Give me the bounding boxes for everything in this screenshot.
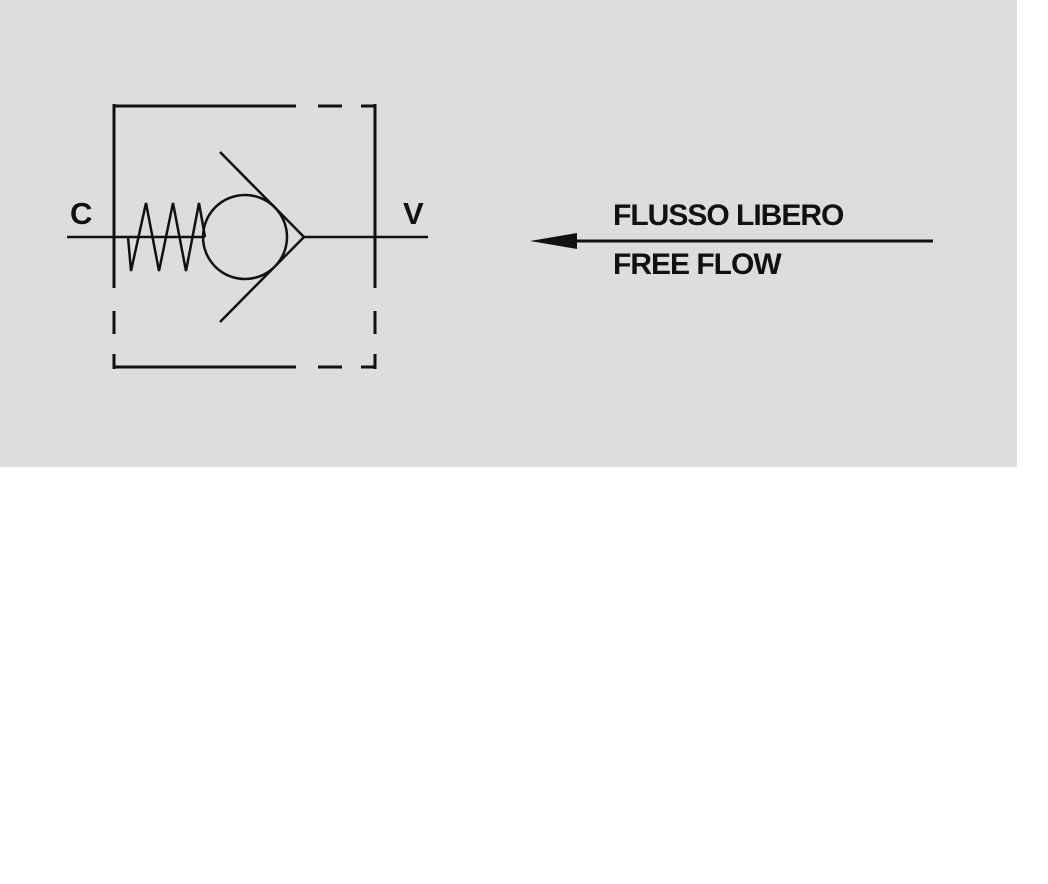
spring-icon [126,202,207,272]
flow-direction-arrow [530,233,933,249]
check-valve-schematic-panel: C V FLUSSO LIBERO FREE FLOW [0,0,1017,467]
check-valve-symbol: C V FLUSSO LIBERO FREE FLOW [0,0,1017,467]
panel-background [0,0,1017,467]
valve-seat-icon [219,151,306,323]
port-v-label: V [403,196,424,231]
check-ball-icon [201,193,289,281]
valve-internals [67,151,428,323]
flow-label-english: FREE FLOW [613,248,782,281]
flow-label-italian: FLUSSO LIBERO [613,199,844,232]
valve-envelope [112,104,377,369]
arrow-left-icon [530,233,577,249]
port-c-label: C [70,196,92,231]
